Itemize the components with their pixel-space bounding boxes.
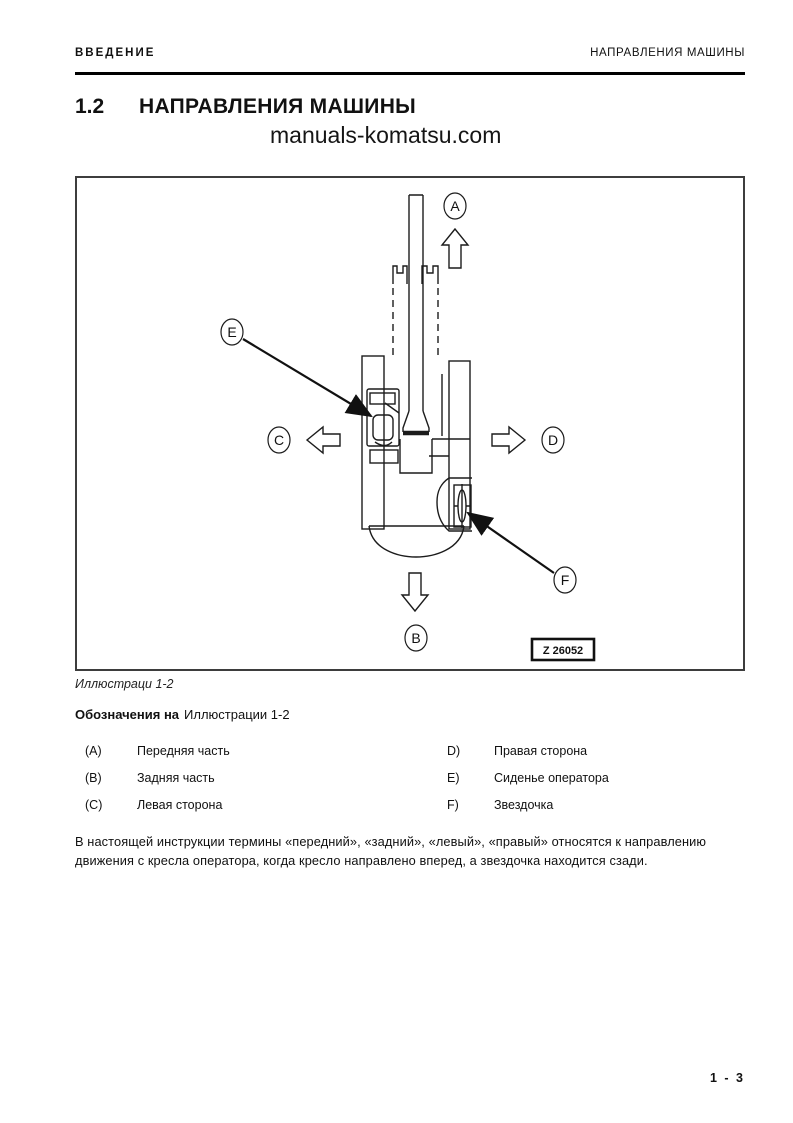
operator-seat bbox=[372, 414, 394, 441]
page-content: ВВЕДЕНИЕ НАПРАВЛЕНИЯ МАШИНЫ 1.2 НАПРАВЛЕ… bbox=[75, 0, 745, 870]
legend-heading-rest: Иллюстрации 1-2 bbox=[184, 707, 290, 722]
legend-label: Правая сторона bbox=[494, 744, 588, 758]
label-f-circle bbox=[553, 566, 577, 594]
cab-lower-box bbox=[369, 449, 399, 464]
seat-base bbox=[374, 441, 393, 447]
label-c: C bbox=[274, 432, 284, 448]
header-section-title: ВВЕДЕНИЕ bbox=[75, 47, 156, 59]
legend-label: Левая сторона bbox=[137, 798, 223, 812]
bracket-dashed-lines bbox=[392, 288, 439, 358]
figure-caption: Иллюстраци 1-2 bbox=[75, 677, 174, 691]
machine-outline bbox=[361, 194, 472, 558]
watermark-text: manuals-komatsu.com bbox=[270, 122, 502, 148]
section-number: 1.2 bbox=[75, 95, 105, 118]
page-header: ВВЕДЕНИЕ НАПРАВЛЕНИЯ МАШИНЫ bbox=[75, 0, 745, 75]
legend-key: D) bbox=[447, 744, 461, 758]
machine-directions-figure: A B C D E F Z 26052 bbox=[75, 176, 745, 671]
rear-direction-arrow bbox=[400, 572, 430, 613]
section-title-text: НАПРАВЛЕНИЯ МАШИНЫ bbox=[139, 95, 417, 118]
front-direction-arrow bbox=[440, 227, 470, 269]
legend-key: (C) bbox=[85, 798, 103, 812]
legend-key: (A) bbox=[85, 744, 102, 758]
legend-key: E) bbox=[447, 771, 460, 785]
label-d-circle bbox=[541, 426, 565, 454]
drawing-number-box bbox=[530, 637, 596, 662]
drawing-number: Z 26052 bbox=[543, 645, 583, 657]
legend-label: Передняя часть bbox=[137, 744, 230, 758]
cab-panel bbox=[369, 392, 396, 405]
label-b-circle bbox=[404, 624, 428, 652]
sprocket-leader-arrow bbox=[466, 511, 555, 574]
label-e-circle bbox=[220, 318, 244, 346]
boom-mount bbox=[402, 410, 430, 432]
section-title: 1.2 НАПРАВЛЕНИЯ МАШИНЫ bbox=[75, 95, 745, 119]
label-e: E bbox=[227, 324, 236, 340]
legend-label: Сиденье оператора bbox=[494, 771, 609, 785]
left-track bbox=[361, 355, 385, 530]
left-direction-arrow bbox=[305, 425, 341, 455]
right-direction-arrow bbox=[491, 425, 527, 455]
legend-label: Задняя часть bbox=[137, 771, 215, 785]
label-c-circle bbox=[267, 426, 291, 454]
boom-lines bbox=[408, 194, 424, 411]
cab-outline bbox=[366, 388, 400, 447]
label-a-circle bbox=[443, 192, 467, 220]
machine-top-view-drawing: A B C D E F Z 26052 bbox=[220, 192, 596, 662]
label-f: F bbox=[561, 572, 570, 588]
legend-label: Звездочка bbox=[494, 798, 554, 812]
label-b: B bbox=[411, 630, 420, 646]
legend-heading: Обозначения на Иллюстрации 1-2 bbox=[75, 707, 745, 722]
legend-heading-bold: Обозначения на bbox=[75, 707, 180, 722]
right-claw bbox=[421, 265, 439, 284]
label-d: D bbox=[548, 432, 558, 448]
legend-key: F) bbox=[447, 798, 459, 812]
seat-leader-arrow bbox=[242, 338, 373, 418]
body-paragraph: В настоящей инструкции термины «передний… bbox=[75, 834, 707, 868]
center-column bbox=[399, 439, 433, 474]
header-chapter-title: НАПРАВЛЕНИЯ МАШИНЫ bbox=[590, 47, 745, 59]
cab-diagonal bbox=[384, 402, 400, 414]
sprocket-housing bbox=[436, 477, 472, 532]
page-number: 1 - 3 bbox=[709, 1071, 745, 1085]
sprocket-axis bbox=[454, 484, 470, 528]
left-claw bbox=[392, 265, 408, 284]
rear-arc bbox=[368, 525, 465, 558]
legend-key: (B) bbox=[85, 771, 102, 785]
legend-table: (A) Передняя часть D) Правая сторона (B)… bbox=[75, 744, 745, 812]
label-a: A bbox=[450, 198, 460, 214]
right-track bbox=[448, 360, 471, 530]
